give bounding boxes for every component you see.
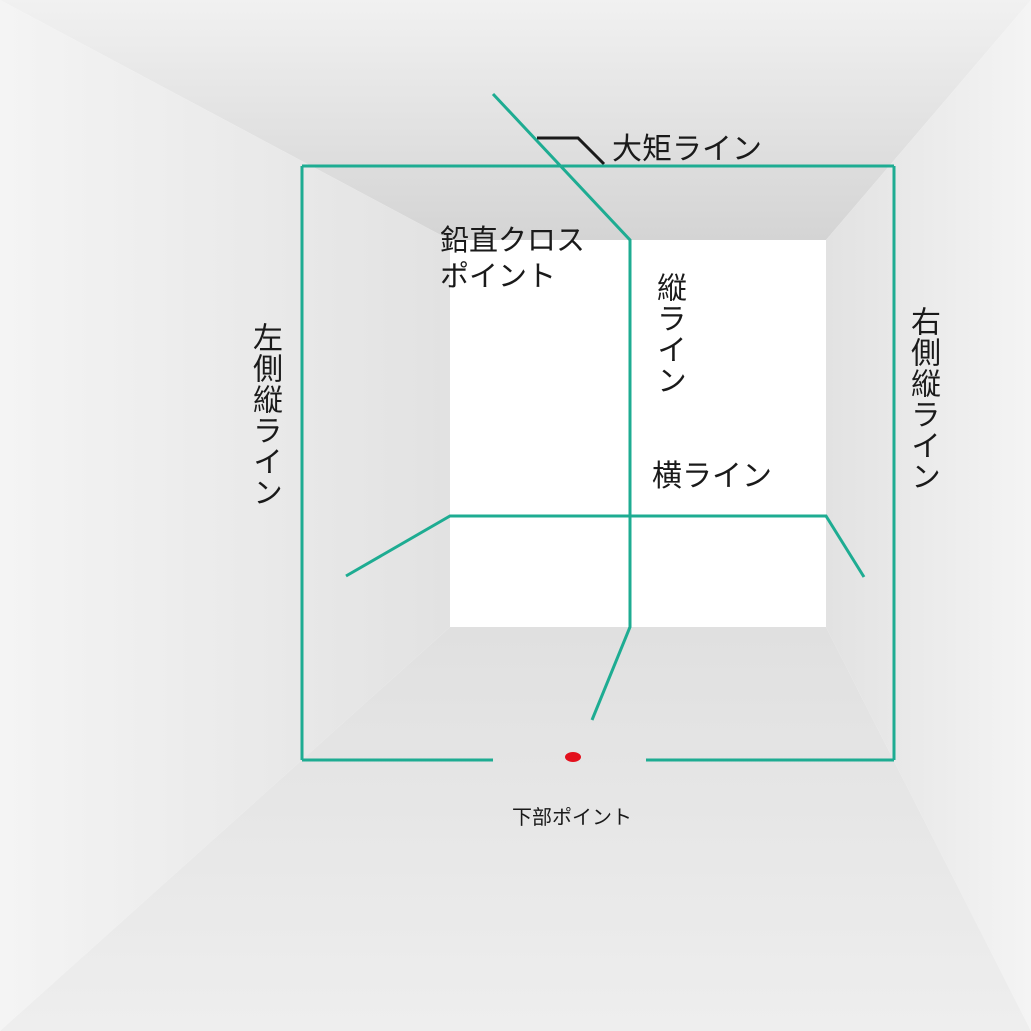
horizontal-line-label: 横ライン: [652, 459, 772, 494]
bottom-laser-point: [565, 752, 581, 762]
right-vertical-line-label: 右側縦ライン: [905, 306, 940, 492]
back-wall: [450, 240, 826, 627]
horizontal-laser-line: [345, 514, 866, 578]
laser-lines: [300, 92, 896, 762]
right-wall: [826, 0, 1031, 1031]
left-vertical-line-label: 左側縦ライン: [247, 322, 282, 508]
left-wall: [0, 0, 450, 1031]
vertical-line-label: 縦ライン: [651, 272, 686, 396]
vertical-laser-line: [491, 92, 632, 721]
floor: [0, 627, 1031, 1031]
ceiling-line-label: 大矩ライン: [612, 132, 762, 167]
bottom-point-label: 下部ポイント: [512, 805, 632, 829]
plumb-cross-point-label: 鉛直クロス ポイント: [440, 223, 586, 293]
ceiling-line-leader: [537, 136, 606, 166]
